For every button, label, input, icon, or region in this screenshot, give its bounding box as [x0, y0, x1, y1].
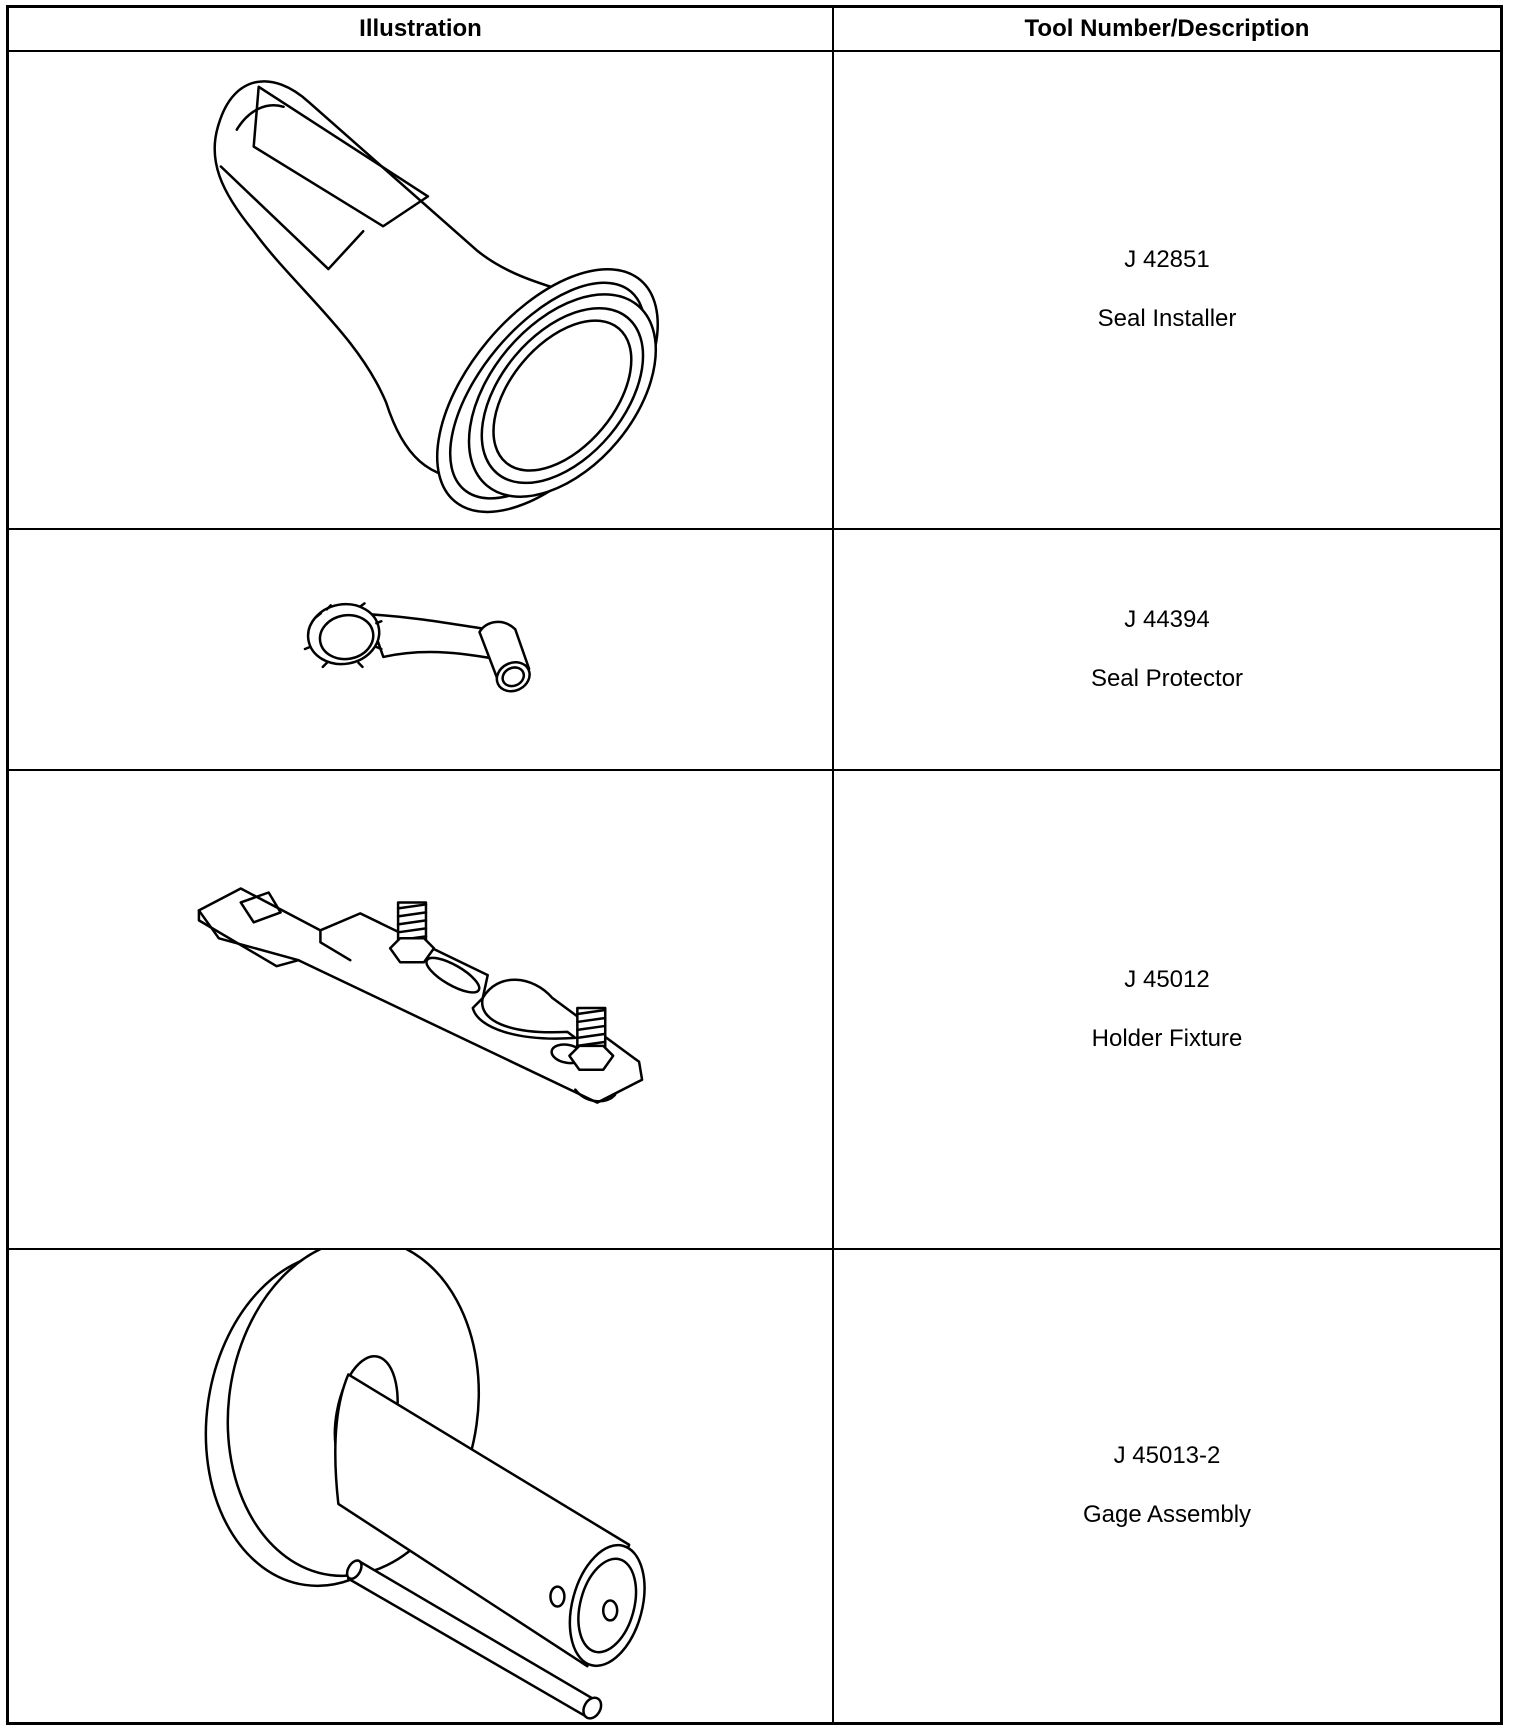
tool-number: J 45012: [1124, 965, 1210, 993]
header-illustration: Illustration: [9, 8, 834, 50]
table-row: J 42851 Seal Installer: [9, 50, 1500, 528]
illustration-cell: [9, 530, 834, 769]
description-cell: J 45012 Holder Fixture: [834, 771, 1500, 1248]
seal-protector-drawing: [9, 530, 832, 769]
tool-number: J 42851: [1124, 246, 1210, 274]
illustration-cell: [9, 52, 834, 528]
tool-number: J 45013-2: [1113, 1442, 1221, 1470]
table-row: J 45013-2 Gage Assembly: [9, 1248, 1500, 1722]
table-row: J 44394 Seal Protector: [9, 528, 1500, 769]
description-cell: J 42851 Seal Installer: [834, 52, 1500, 528]
header-tool-description: Tool Number/Description: [1024, 15, 1310, 42]
table-row: J 45012 Holder Fixture: [9, 769, 1500, 1248]
tool-description: Holder Fixture: [1091, 1024, 1243, 1052]
description-cell: J 44394 Seal Protector: [834, 530, 1500, 769]
header-row: Illustration Tool Number/Description: [9, 8, 1500, 50]
seal-installer-drawing: [9, 52, 832, 528]
description-cell: J 45013-2 Gage Assembly: [834, 1250, 1500, 1722]
illustration-cell: [9, 771, 834, 1248]
tool-number: J 44394: [1124, 605, 1210, 633]
tool-description: Gage Assembly: [1082, 1501, 1252, 1528]
tool-description: Seal Installer: [1097, 305, 1237, 332]
tool-description: Seal Protector: [1090, 664, 1244, 692]
holder-fixture-drawing: [9, 771, 832, 1248]
tool-table: Illustration Tool Number/Description J 4…: [6, 5, 1503, 1725]
gage-assembly-drawing: [9, 1250, 832, 1722]
illustration-cell: [9, 1250, 834, 1722]
